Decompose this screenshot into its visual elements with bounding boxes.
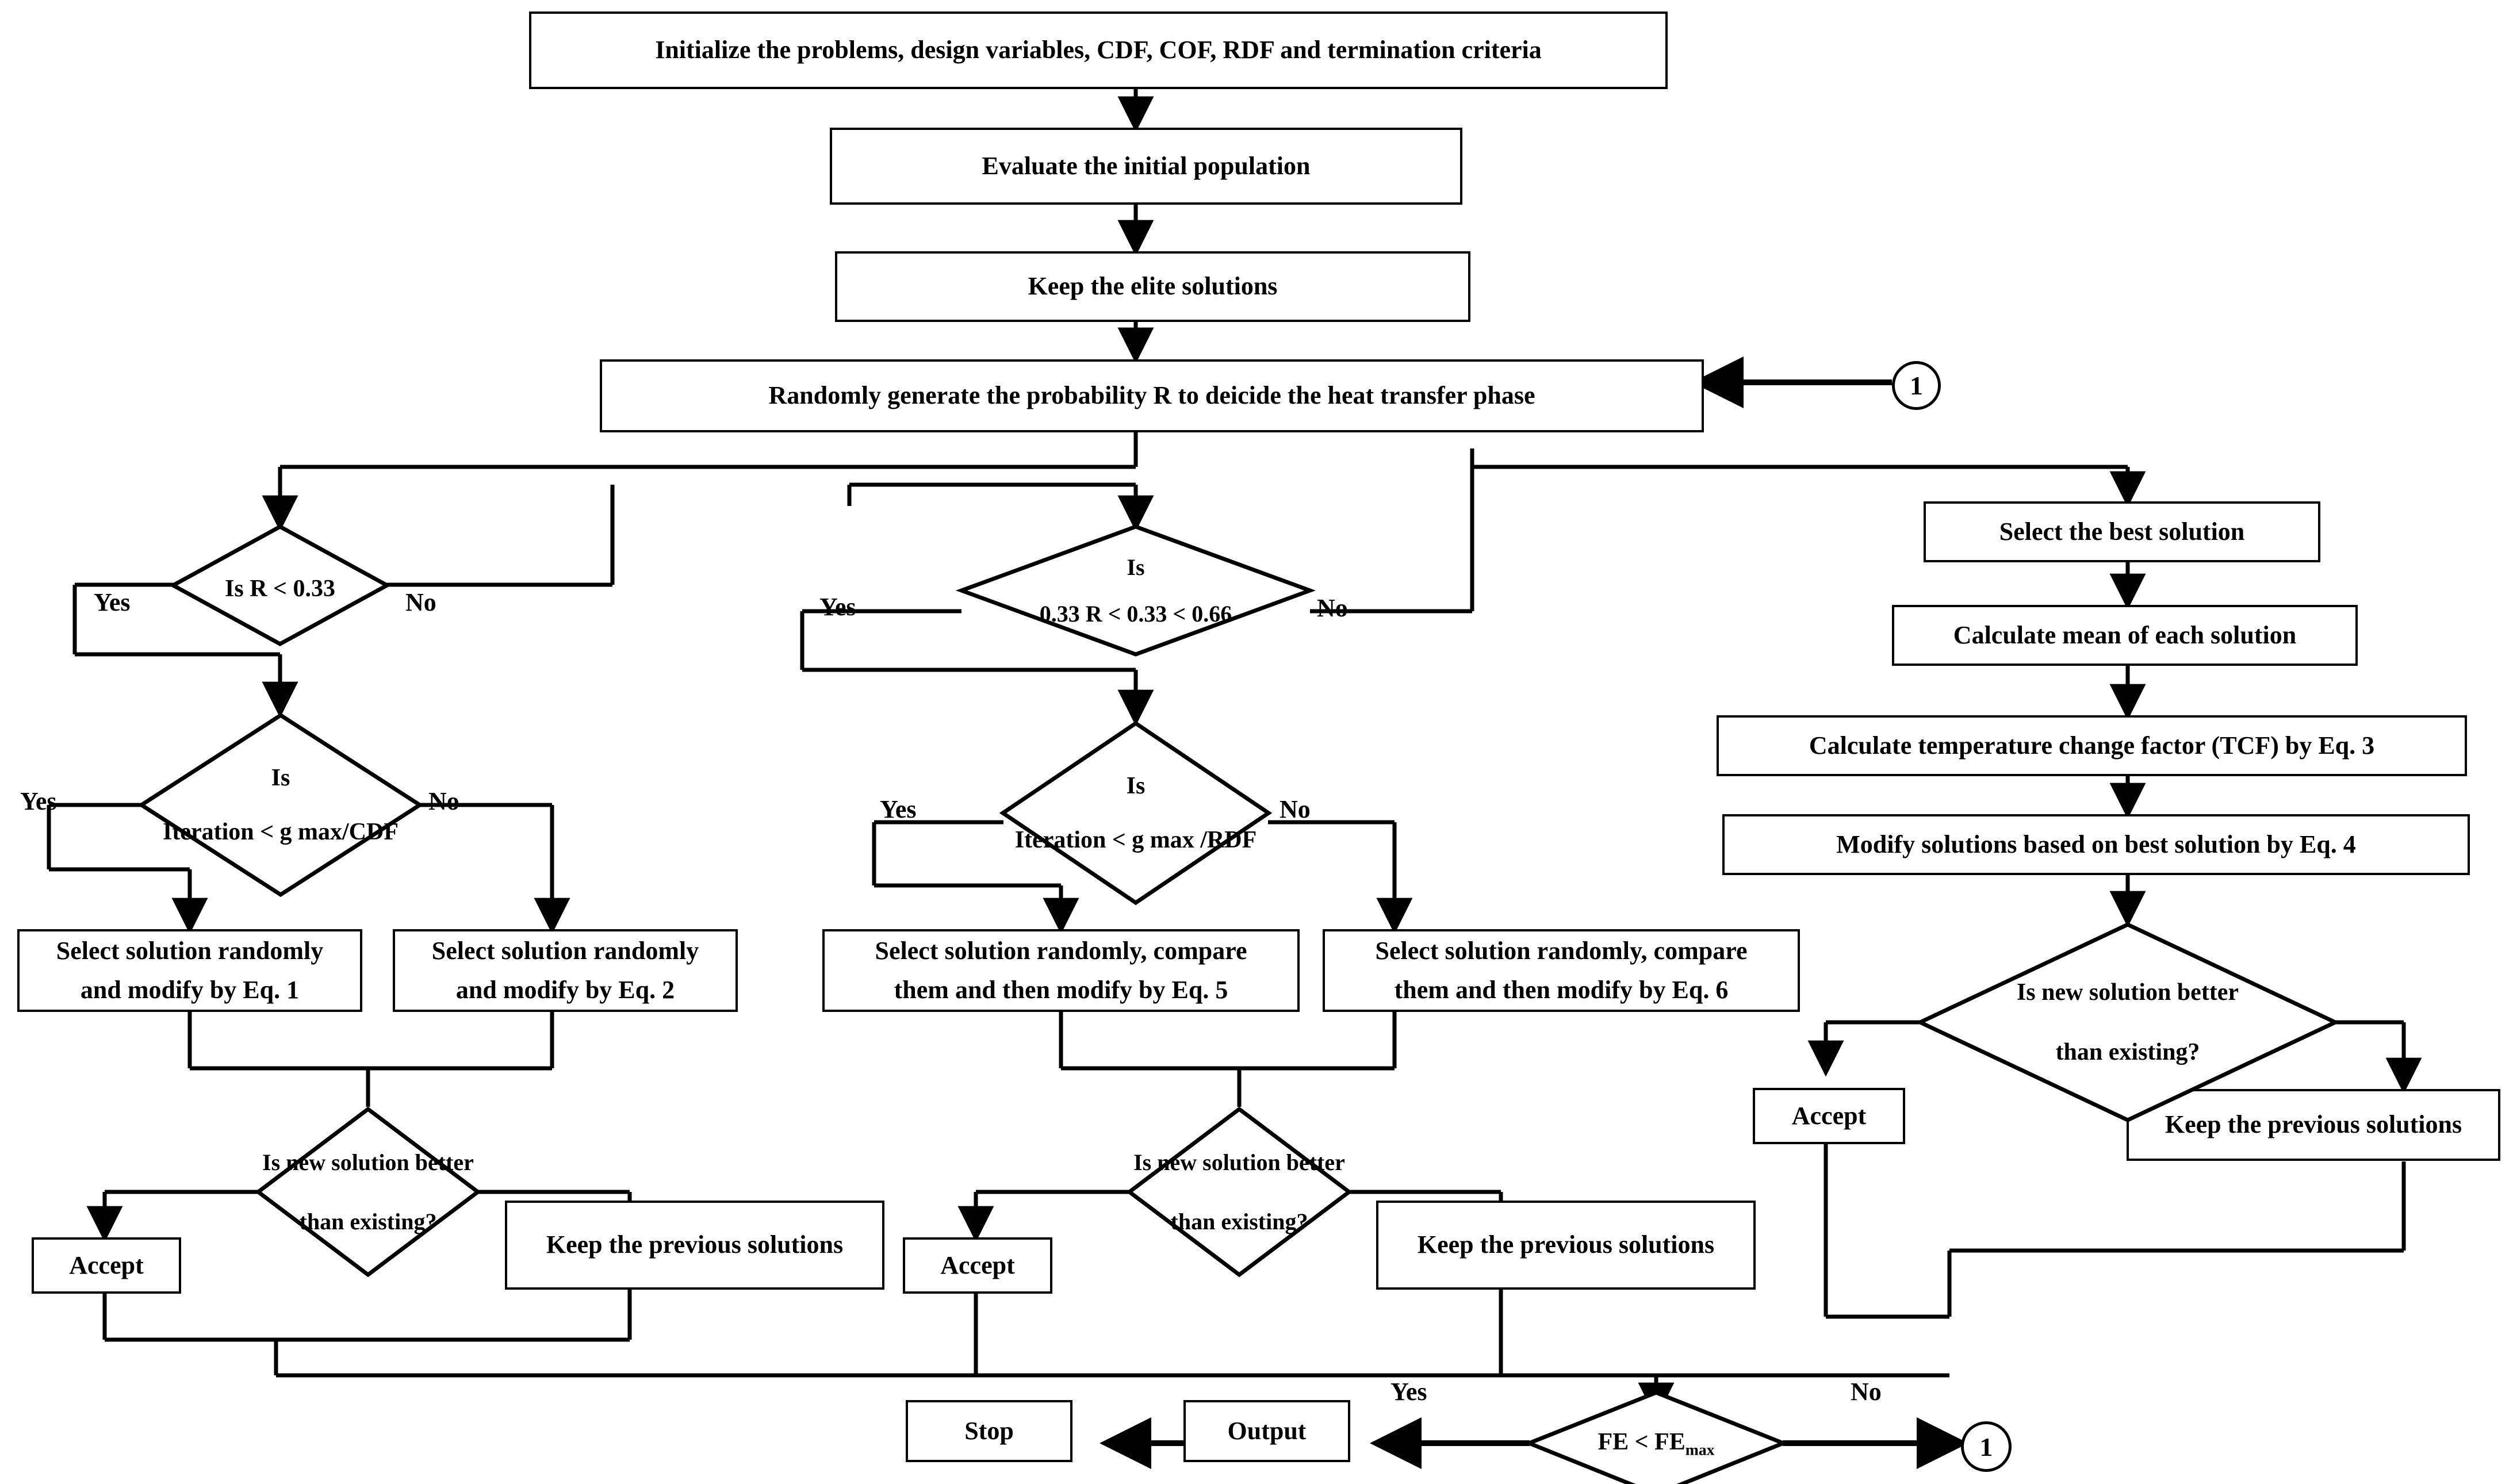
process-accept-mid-label: Accept	[940, 1251, 1015, 1279]
edge-label-yes-rdf: Yes	[880, 795, 917, 823]
process-keep-previous-mid: Keep the previous solutions	[1376, 1201, 1756, 1290]
process-calculate-mean: Calculate mean of each solution	[1892, 605, 2358, 666]
edge-label-yes-cdf: Yes	[20, 787, 57, 815]
process-select-eq1-line1: Select solution randomly	[56, 936, 324, 965]
process-keep-previous-mid-label: Keep the previous solutions	[1417, 1230, 1715, 1259]
process-initialize: Initialize the problems, design variable…	[529, 11, 1668, 89]
process-stop-label: Stop	[964, 1416, 1014, 1445]
process-select-best: Select the best solution	[1924, 501, 2320, 562]
connector-circle-top-label: 1	[1910, 371, 1923, 400]
process-select-eq1: Select solution randomly and modify by E…	[17, 929, 362, 1012]
edge-label-yes-r: Yes	[94, 588, 131, 616]
edge-label-no-fe: No	[1851, 1378, 1882, 1406]
edge-label-no-cdf: No	[428, 787, 459, 815]
process-accept-right-label: Accept	[1791, 1101, 1867, 1130]
process-select-eq1-line2: and modify by Eq. 1	[80, 976, 300, 1004]
process-keep-previous-left: Keep the previous solutions	[505, 1201, 884, 1290]
process-keep-elite-label: Keep the elite solutions	[1028, 272, 1278, 301]
process-initialize-label: Initialize the problems, design variable…	[655, 36, 1542, 64]
process-select-eq2-line2: and modify by Eq. 2	[455, 976, 675, 1004]
process-calculate-mean-label: Calculate mean of each solution	[1953, 620, 2297, 649]
process-random-probability: Randomly generate the probability R to d…	[600, 359, 1704, 432]
process-accept-right: Accept	[1753, 1088, 1905, 1144]
process-select-eq5-line2: them and then modify by Eq. 5	[894, 976, 1228, 1004]
process-modify-solutions: Modify solutions based on best solution …	[1722, 814, 2470, 875]
connector-circle-bottom: 1	[1961, 1421, 2012, 1472]
process-evaluate-population-label: Evaluate the initial population	[982, 151, 1311, 180]
edge-label-no-r: No	[405, 588, 436, 616]
decision-iteration-cdf: Is Iteration < g max/CDF	[137, 712, 424, 898]
decision-better-right: Is new solution better than existing?	[1915, 922, 2340, 1122]
process-select-eq6: Select solution randomly, compare them a…	[1323, 929, 1800, 1012]
edge-label-no-rdf: No	[1280, 795, 1311, 823]
process-keep-previous-left-label: Keep the previous solutions	[546, 1230, 844, 1259]
process-calculate-tcf-label: Calculate temperature change factor (TCF…	[1809, 731, 2375, 760]
process-select-eq6-line2: them and then modify by Eq. 6	[1394, 976, 1729, 1004]
decision-better-left: Is new solution better than existing?	[255, 1106, 481, 1278]
decision-is-r-mid-range: Is 0.33 R < 0.33 < 0.66	[955, 524, 1316, 657]
process-accept-left: Accept	[32, 1237, 181, 1294]
process-select-eq2: Select solution randomly and modify by E…	[393, 929, 738, 1012]
decision-better-mid: Is new solution better than existing?	[1126, 1106, 1353, 1278]
connector-circle-top: 1	[1892, 361, 1941, 410]
process-keep-elite: Keep the elite solutions	[835, 251, 1470, 322]
process-keep-previous-right-label: Keep the previous solutions	[2165, 1110, 2462, 1139]
process-stop: Stop	[906, 1400, 1072, 1462]
process-select-eq6-line1: Select solution randomly, compare	[1375, 936, 1748, 965]
edge-label-yes-mid: Yes	[819, 593, 856, 621]
process-select-eq5: Select solution randomly, compare them a…	[822, 929, 1300, 1012]
process-select-eq2-line1: Select solution randomly	[431, 936, 699, 965]
process-keep-previous-right: Keep the previous solutions	[2127, 1089, 2500, 1161]
process-random-probability-label: Randomly generate the probability R to d…	[768, 381, 1535, 410]
decision-iteration-rdf: Is Iteration < g max /RDF	[999, 720, 1273, 906]
process-output: Output	[1183, 1400, 1350, 1462]
edge-label-no-mid: No	[1317, 594, 1348, 622]
process-evaluate-population: Evaluate the initial population	[830, 128, 1462, 205]
decision-fe-lt-femax: FE < FEmax	[1523, 1390, 1789, 1484]
connector-circle-bottom-label: 1	[1979, 1432, 1993, 1462]
process-select-best-label: Select the best solution	[1999, 517, 2245, 546]
process-accept-left-label: Accept	[69, 1251, 144, 1279]
edge-label-yes-fe: Yes	[1390, 1378, 1427, 1406]
process-calculate-tcf: Calculate temperature change factor (TCF…	[1717, 715, 2467, 776]
process-output-label: Output	[1227, 1416, 1307, 1445]
process-accept-mid: Accept	[903, 1237, 1052, 1294]
process-modify-solutions-label: Modify solutions based on best solution …	[1836, 830, 2356, 858]
process-select-eq5-line1: Select solution randomly, compare	[875, 936, 1247, 965]
decision-is-r-lt-033: Is R < 0.33	[168, 524, 392, 646]
